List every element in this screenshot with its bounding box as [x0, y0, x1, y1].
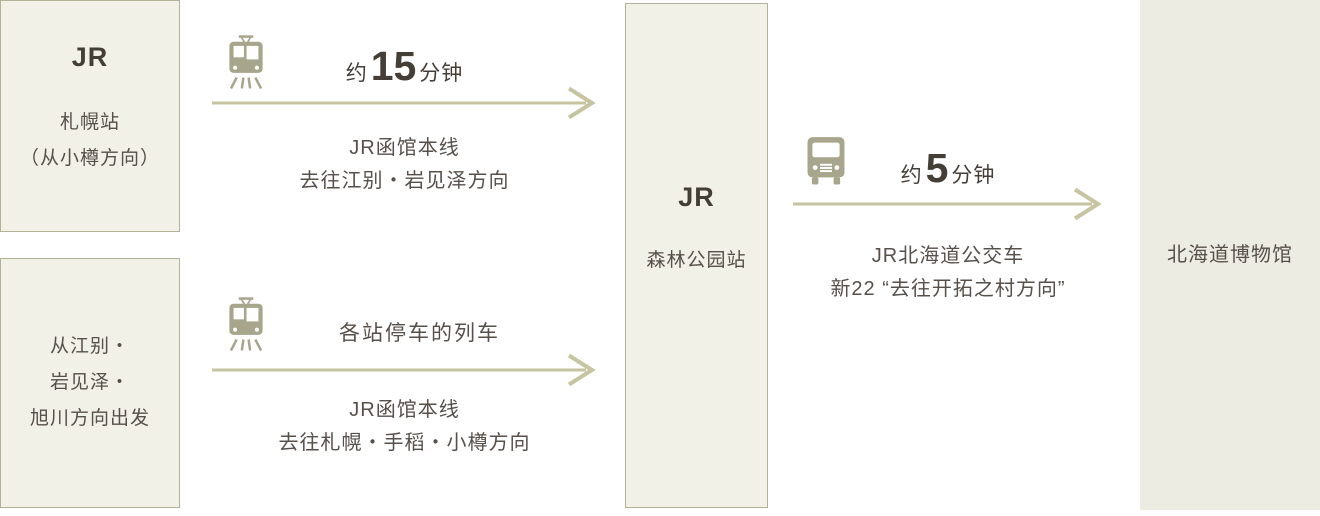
jr-label: JR: [71, 41, 109, 72]
destination-museum-box: 北海道博物馆: [1140, 0, 1320, 510]
arrow-right-icon: [212, 85, 597, 126]
duration-value: 5: [925, 145, 949, 191]
route-direction: 去往札幌・手稻・小樽方向: [278, 432, 531, 454]
origin-line: 岩见泽・: [49, 372, 130, 393]
shinrin-koen-station-box: JR 森林公园站: [625, 3, 768, 508]
train-icon: [224, 35, 268, 94]
origin-line: 旭川方向出发: [29, 408, 150, 429]
destination-name: 北海道博物馆: [1167, 244, 1293, 266]
duration-prefix: 约: [900, 164, 923, 187]
station-direction-note: （从小樽方向）: [19, 147, 160, 169]
bus-operator: JR北海道公交车: [871, 245, 1025, 267]
origin-ebetsu-box: 从江别・ 岩见泽・ 旭川方向出发: [0, 258, 180, 508]
station-name: 札幌站: [59, 111, 120, 133]
origin-line: 从江别・: [49, 336, 130, 357]
train-segment-bottom: 各站停车的列车 JR函馆本线 去往札幌・手稻・小樽方向: [212, 295, 597, 465]
bus-icon: [803, 135, 849, 190]
duration-suffix: 分钟: [951, 164, 996, 187]
duration-prefix: 约: [345, 62, 368, 85]
arrow-right-icon: [793, 186, 1103, 227]
train-type-label: 各站停车的列车: [339, 322, 500, 345]
duration-suffix: 分钟: [419, 62, 464, 85]
duration-value: 15: [370, 43, 417, 89]
train-icon: [224, 297, 268, 356]
arrow-right-icon: [212, 352, 597, 393]
route-direction: 去往江别・岩见泽方向: [299, 170, 510, 192]
bus-route-direction: 新22 “去往开拓之村方向”: [830, 278, 1066, 300]
origin-sapporo-box: JR 札幌站 （从小樽方向）: [0, 0, 180, 232]
jr-label: JR: [678, 182, 715, 212]
route-line-name: JR函馆本线: [349, 399, 460, 421]
station-name: 森林公园站: [646, 250, 747, 271]
route-line-name: JR函馆本线: [349, 137, 460, 159]
